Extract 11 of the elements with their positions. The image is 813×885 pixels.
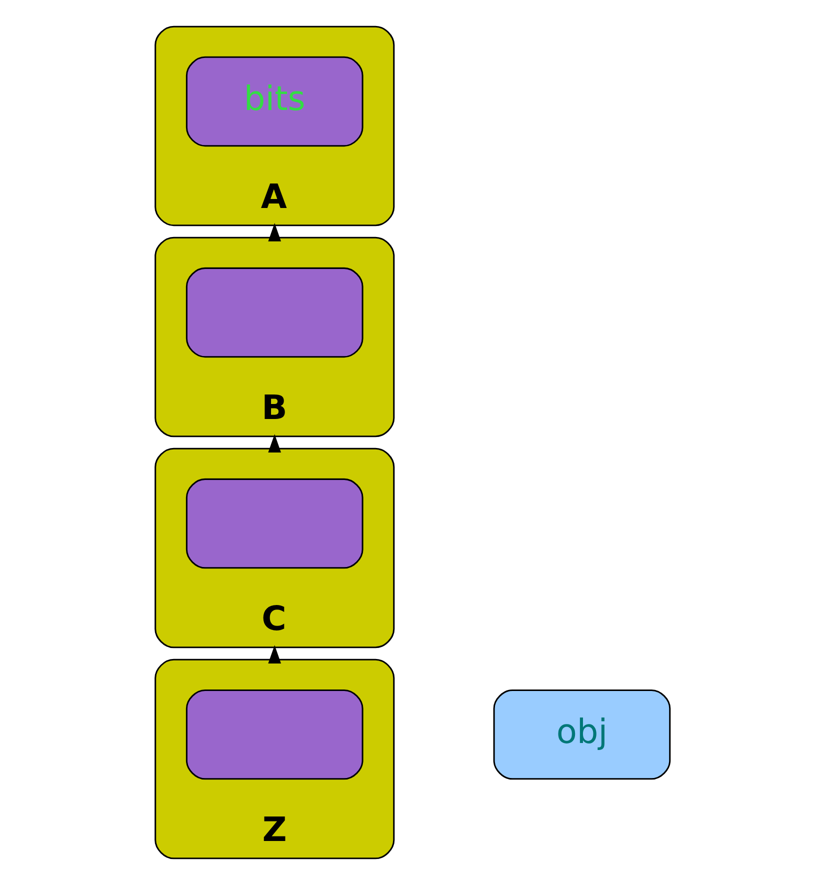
cluster: C	[154, 448, 395, 648]
node-box	[186, 478, 364, 569]
arrow	[268, 645, 282, 664]
node-box	[186, 689, 364, 780]
arrow	[268, 434, 282, 452]
node-box: obj	[493, 689, 671, 780]
node-box: bits	[186, 56, 364, 147]
cluster: B	[154, 236, 395, 438]
arrow	[268, 223, 282, 242]
cluster: Z	[154, 658, 395, 860]
node-box	[186, 267, 364, 358]
